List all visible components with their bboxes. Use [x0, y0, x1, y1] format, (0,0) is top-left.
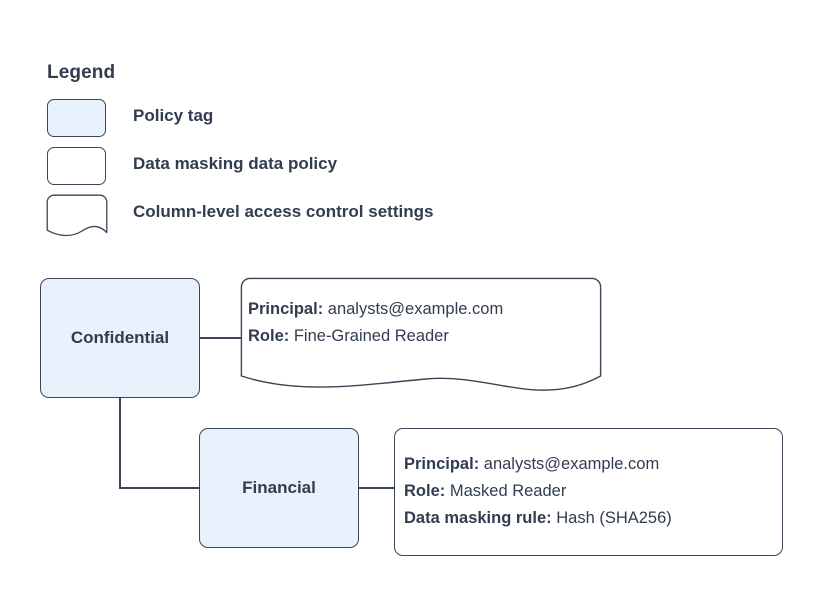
callout-financial-data-policy[interactable]: [394, 428, 783, 556]
edge-confidential-to-access-settings: [200, 337, 241, 339]
legend-swatch-data-masking-policy: [47, 147, 106, 185]
callout-confidential-access-settings[interactable]: [240, 277, 602, 401]
callout-confidential-access-settings-text: Principal: analysts@example.com Role: Fi…: [248, 296, 596, 350]
callout-line-key: Role:: [248, 327, 290, 345]
node-financial-label: Financial: [242, 478, 316, 498]
legend-label-data-masking-policy: Data masking data policy: [133, 154, 338, 173]
callout-line: Role: Masked Reader: [404, 478, 776, 505]
edge-confidential-to-financial-horizontal: [119, 487, 200, 489]
node-confidential[interactable]: Confidential: [40, 278, 200, 398]
legend-label-access-control-settings: Column-level access control settings: [133, 202, 434, 221]
node-financial[interactable]: Financial: [199, 428, 359, 548]
node-confidential-label: Confidential: [70, 328, 170, 348]
callout-financial-data-policy-text: Principal: analysts@example.com Role: Ma…: [404, 451, 776, 532]
legend-swatch-access-control-settings: [46, 194, 108, 237]
callout-line: Data masking rule: Hash (SHA256): [404, 505, 776, 532]
callout-line-key: Role:: [404, 482, 446, 500]
callout-line: Role: Fine-Grained Reader: [248, 323, 596, 350]
callout-line: Principal: analysts@example.com: [248, 296, 596, 323]
callout-line-value: analysts@example.com: [483, 455, 660, 473]
callout-line-key: Principal:: [248, 300, 324, 318]
edge-financial-to-data-policy: [359, 487, 395, 489]
callout-line-key: Principal:: [404, 455, 480, 473]
callout-line-value: Masked Reader: [449, 482, 567, 500]
callout-line-key: Data masking rule:: [404, 509, 552, 527]
legend-title: Legend: [47, 62, 116, 83]
legend-label-policy-tag: Policy tag: [133, 106, 214, 125]
edge-confidential-to-financial-vertical: [119, 398, 121, 489]
callout-line: Principal: analysts@example.com: [404, 451, 776, 478]
callout-line-value: analysts@example.com: [327, 300, 504, 318]
callout-line-value: Hash (SHA256): [556, 509, 672, 527]
callout-line-value: Fine-Grained Reader: [293, 327, 449, 345]
legend-swatch-policy-tag: [47, 99, 106, 137]
